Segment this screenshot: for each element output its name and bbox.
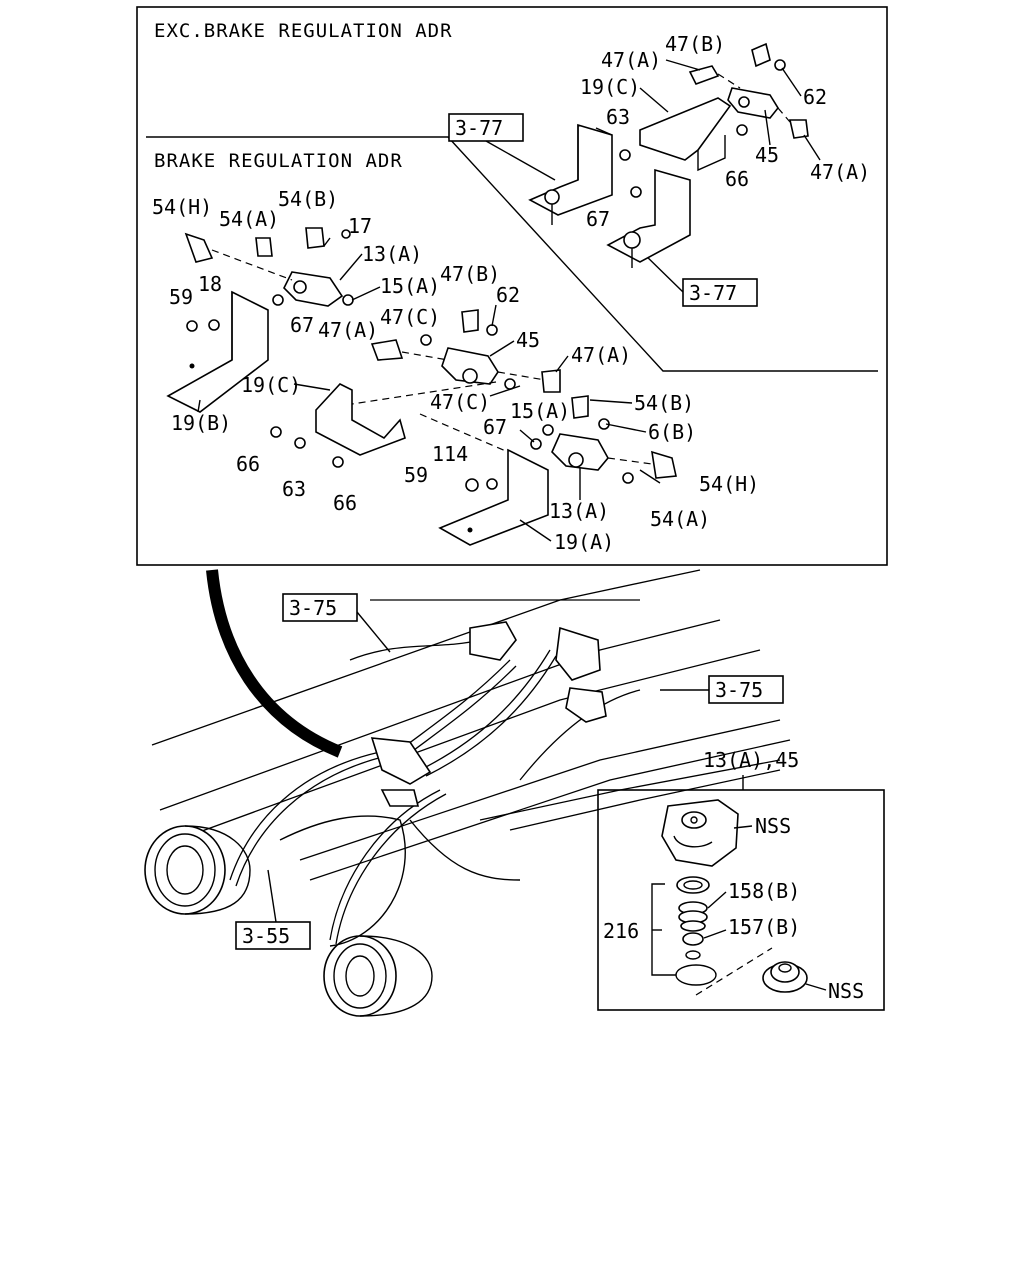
section-divider — [146, 136, 878, 372]
callout-59-lower: 59 — [404, 463, 428, 487]
valve-body-detail — [661, 799, 739, 867]
ref-box-3-77-upper[interactable]: 3-77 — [448, 113, 524, 142]
callout-59-top: 59 — [169, 285, 193, 309]
callout-18: 18 — [198, 272, 222, 296]
callout-54H-top: 54(H) — [152, 195, 212, 219]
connector-sweep — [206, 569, 343, 758]
chassis-frame — [144, 569, 791, 1017]
callout-17: 17 — [348, 214, 372, 238]
callout-45-brake: 45 — [516, 328, 540, 352]
callout-66-left: 66 — [236, 452, 260, 476]
callout-67-left: 67 — [290, 313, 314, 337]
detail-title: 13(A),45 — [703, 748, 799, 772]
svg-text:3-77: 3-77 — [455, 116, 503, 140]
callout-54A-top: 54(A) — [219, 207, 279, 231]
callout-67-exc: 67 — [586, 207, 610, 231]
callout-6B: 6(B) — [648, 420, 696, 444]
callout-62-exc: 62 — [803, 85, 827, 109]
cover-detail — [762, 961, 808, 993]
svg-text:3-75: 3-75 — [289, 596, 337, 620]
svg-text:3-55: 3-55 — [242, 924, 290, 948]
callout-45-exc: 45 — [755, 143, 779, 167]
callout-13A-top: 13(A) — [362, 242, 422, 266]
callout-62-brake: 62 — [496, 283, 520, 307]
nss-bottom-label: NSS — [828, 979, 864, 1003]
seal-stack-detail — [675, 876, 717, 986]
callout-19C-exc: 19(C) — [580, 75, 640, 99]
callout-13A-lower: 13(A) — [549, 499, 609, 523]
p157-label: 157(B) — [728, 915, 800, 939]
callout-19A: 19(A) — [554, 530, 614, 554]
callout-67-mid: 67 — [483, 415, 507, 439]
exc-section-title: EXC.BRAKE REGULATION ADR — [154, 20, 453, 42]
callout-66-lower: 66 — [333, 491, 357, 515]
brake-adr-assembly — [166, 227, 677, 546]
callout-54A-lower: 54(A) — [650, 507, 710, 531]
callout-47C-upper: 47(C) — [380, 305, 440, 329]
callout-15A-top: 15(A) — [380, 274, 440, 298]
callout-54H-lower: 54(H) — [699, 472, 759, 496]
svg-text:3-75: 3-75 — [715, 678, 763, 702]
brake-section-title: BRAKE REGULATION ADR — [154, 150, 403, 172]
callout-54B-right: 54(B) — [634, 391, 694, 415]
callout-47B-brake: 47(B) — [440, 262, 500, 286]
nss-top-label: NSS — [755, 814, 791, 838]
top-panel-frame — [136, 6, 888, 566]
callout-47A-exc-right: 47(A) — [810, 160, 870, 184]
ref-box-3-75-top[interactable]: 3-75 — [282, 593, 358, 622]
callout-54B-top: 54(B) — [278, 187, 338, 211]
p158-label: 158(B) — [728, 879, 800, 903]
callout-47A-right: 47(A) — [571, 343, 631, 367]
callout-15A-lower: 15(A) — [510, 399, 570, 423]
callout-63-brake: 63 — [282, 477, 306, 501]
callout-47A-exc-top: 47(A) — [601, 48, 661, 72]
callout-114: 114 — [432, 442, 468, 466]
ref-box-3-55[interactable]: 3-55 — [235, 921, 311, 950]
callout-47B-exc: 47(B) — [665, 32, 725, 56]
callout-63-exc: 63 — [606, 105, 630, 129]
svg-text:3-77: 3-77 — [689, 281, 737, 305]
ref-box-3-77-lower[interactable]: 3-77 — [682, 278, 758, 307]
callout-47A-mid: 47(A) — [318, 318, 378, 342]
ref-box-3-75-right[interactable]: 3-75 — [708, 675, 784, 704]
callout-47C-lower: 47(C) — [430, 390, 490, 414]
callout-19C-brake: 19(C) — [241, 373, 301, 397]
detail-frame — [597, 789, 885, 1011]
callout-66-exc: 66 — [725, 167, 749, 191]
callout-19B: 19(B) — [171, 411, 231, 435]
p216-label: 216 — [603, 919, 639, 943]
